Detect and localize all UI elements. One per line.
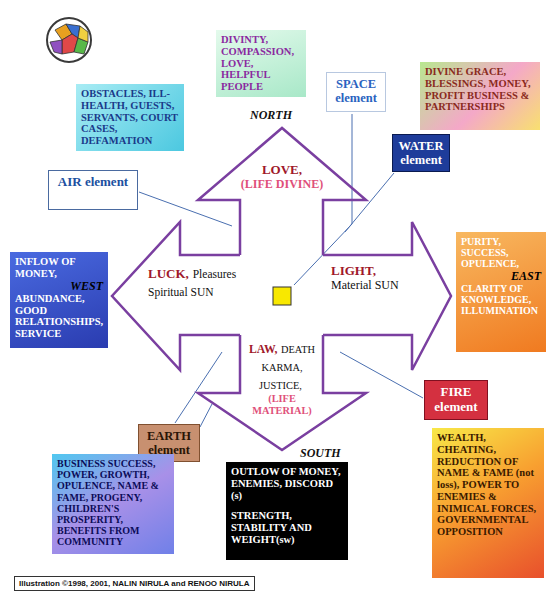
box-text: ABUNDANCE, GOOD RELATIONSHIPS, SERVICE: [15, 293, 103, 340]
meaning-box: DIVINE GRACE, BLESSINGS, MONEY, PROFIT B…: [420, 62, 540, 130]
box-text: CLARITY OF KNOWLEDGE, ILLUMINATION: [461, 283, 541, 317]
meaning-box: WEALTH, CHEATING, REDUCTION OF NAME & FA…: [432, 428, 544, 578]
box-text: SPACE element: [332, 77, 380, 105]
meaning-box: INFLOW OF MONEY,WESTABUNDANCE, GOOD RELA…: [10, 252, 108, 348]
element-box: AIR element: [48, 170, 138, 210]
arrow-text: Material SUN: [331, 279, 413, 292]
arrow-text: (LIFE MATERIAL): [242, 393, 322, 416]
leader-line: [345, 173, 394, 232]
box-text: OUTLOW OF MONEY, ENEMIES, DISCORD (s): [231, 466, 343, 501]
box-text: FIRE element: [430, 385, 482, 414]
meaning-box: OBSTACLES, ILL-HEALTH, GUESTS, SERVANTS,…: [76, 84, 184, 151]
box-text: PURITY, SUCCESS, OPULENCE,: [461, 236, 541, 270]
direction-arrow: LAW,DEATH KARMA, JUSTICE,(LIFE MATERIAL): [198, 335, 366, 453]
leader-line: [139, 192, 232, 226]
box-text: EAST: [461, 270, 541, 283]
direction-arrow: LOVE,(LIFE DIVINE): [198, 125, 366, 255]
arrow-text: (LIFE DIVINE): [228, 178, 336, 191]
box-text: EARTH element: [144, 429, 194, 457]
caption: Illustration ©1998, 2001, NALIN NIRULA a…: [14, 576, 255, 591]
leader-lines: [139, 114, 423, 427]
arrow-text: LAW,: [249, 343, 277, 356]
meaning-box: DIVINTY, COMPASSION, LOVE, HELPFUL PEOPL…: [216, 30, 306, 97]
arrow-text: LUCK,: [148, 266, 189, 281]
leader-line: [200, 404, 212, 427]
leader-line: [175, 352, 222, 423]
box-text: DIVINTY, COMPASSION, LOVE, HELPFUL PEOPL…: [221, 34, 301, 93]
box-text: WATER element: [398, 139, 444, 167]
arrow-outline: [323, 222, 453, 370]
element-box: SPACE element: [326, 72, 386, 112]
element-box: WATER element: [392, 134, 450, 172]
direction-arrow: LIGHT,Material SUN: [323, 222, 453, 370]
box-text: DIVINE GRACE, BLESSINGS, MONEY, PROFIT B…: [425, 66, 535, 113]
box-text: WEALTH, CHEATING, REDUCTION OF NAME & FA…: [437, 432, 539, 538]
arrow-text: LIGHT,: [331, 264, 413, 279]
direction-label: NORTH: [250, 108, 292, 123]
box-text: INFLOW OF MONEY,: [15, 256, 103, 280]
box-text: BUSINESS SUCCESS, POWER, GROWTH, OPULENC…: [57, 458, 169, 548]
center-square: [273, 287, 291, 305]
meaning-box: PURITY, SUCCESS, OPULENCE,EASTCLARITY OF…: [456, 232, 546, 352]
element-box: FIRE element: [424, 380, 488, 420]
leader-line: [340, 352, 423, 398]
direction-label: SOUTH: [300, 446, 341, 461]
box-text: OBSTACLES, ILL-HEALTH, GUESTS, SERVANTS,…: [81, 88, 179, 147]
ganesha-icon: [47, 18, 91, 62]
direction-arrow: LUCK,Pleasures Spiritual SUN: [110, 222, 240, 370]
meaning-box: OUTLOW OF MONEY, ENEMIES, DISCORD (s) STR…: [226, 462, 348, 560]
box-text: WEST: [15, 280, 103, 293]
arrow-text: LOVE,: [228, 163, 336, 178]
box-text: STRENGTH, STABILITY AND WEIGHT(sw): [231, 510, 343, 545]
box-text: AIR element: [54, 175, 132, 190]
meaning-box: BUSINESS SUCCESS, POWER, GROWTH, OPULENC…: [52, 454, 174, 554]
